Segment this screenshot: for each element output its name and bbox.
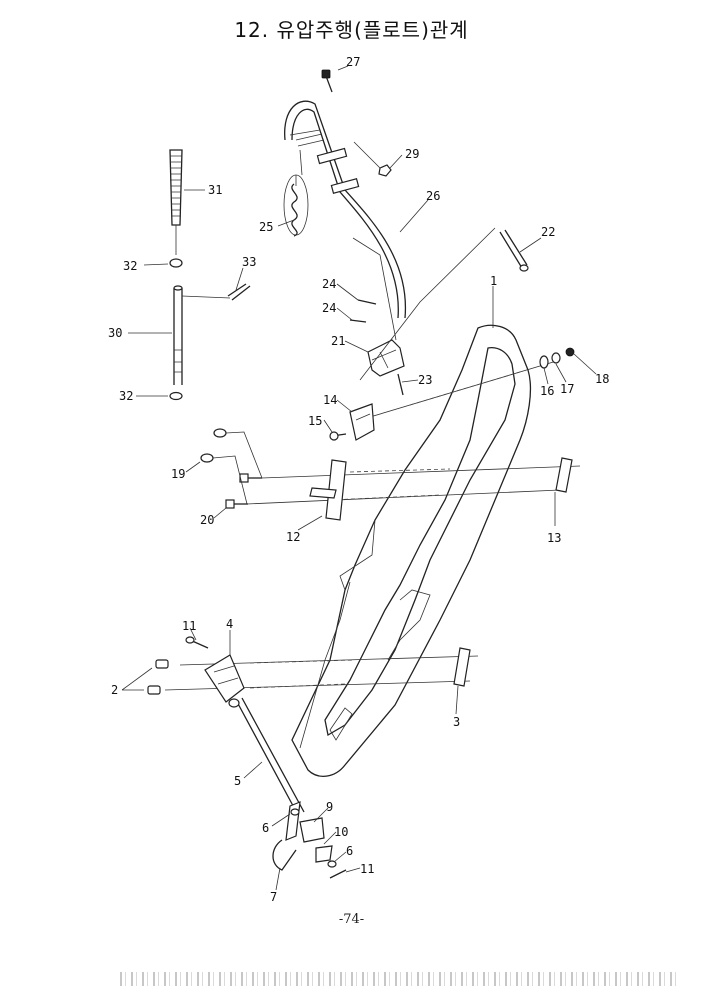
page-number: -74- — [338, 912, 365, 927]
alignment-lines — [164, 359, 581, 691]
callout-3: 3 — [453, 715, 460, 729]
callout-11-lower: 11 — [360, 862, 374, 876]
float-body — [291, 324, 532, 777]
handle-rod-assembly — [283, 69, 407, 319]
callout-16: 16 — [540, 384, 554, 398]
callout-23: 23 — [418, 373, 432, 387]
callout-2: 2 — [111, 683, 118, 697]
callout-30: 30 — [108, 326, 122, 340]
part-callouts: 27 29 26 31 25 22 32 33 1 24 24 30 21 18… — [108, 55, 609, 904]
callout-5: 5 — [234, 774, 241, 788]
rod-assembly-left — [169, 149, 251, 401]
callout-31: 31 — [208, 183, 222, 197]
callout-12: 12 — [286, 530, 300, 544]
callout-19: 19 — [171, 467, 185, 481]
callout-26: 26 — [426, 189, 440, 203]
callout-15: 15 — [308, 414, 322, 428]
leader-lines — [121, 65, 597, 891]
callout-20: 20 — [200, 513, 214, 527]
page-title: 12. 유압주행(플로트)관계 — [234, 18, 469, 42]
callout-21: 21 — [331, 334, 345, 348]
callout-6-right: 6 — [346, 844, 353, 858]
callout-6-left: 6 — [262, 821, 269, 835]
scan-artifact — [120, 972, 680, 986]
callout-24-lower: 24 — [322, 301, 336, 315]
pin-and-washers — [499, 229, 575, 369]
callout-24-upper: 24 — [322, 277, 336, 291]
callout-1: 1 — [490, 274, 497, 288]
callout-10: 10 — [334, 825, 348, 839]
callout-27: 27 — [346, 55, 360, 69]
callout-7: 7 — [270, 890, 277, 904]
bracket-assembly-upper — [329, 141, 496, 441]
callout-18: 18 — [595, 372, 609, 386]
callout-11-upper: 11 — [182, 619, 196, 633]
callout-32-lower: 32 — [119, 389, 133, 403]
callout-4: 4 — [226, 617, 233, 631]
callout-25: 25 — [259, 220, 273, 234]
callout-14: 14 — [323, 393, 337, 407]
callout-9: 9 — [326, 800, 333, 814]
callout-33: 33 — [242, 255, 256, 269]
linkage-assembly-lower — [147, 636, 471, 879]
callout-32-upper: 32 — [123, 259, 137, 273]
callout-17: 17 — [560, 382, 574, 396]
callout-13: 13 — [547, 531, 561, 545]
callout-29: 29 — [405, 147, 419, 161]
bracket-plates-middle — [200, 428, 573, 521]
callout-22: 22 — [541, 225, 555, 239]
